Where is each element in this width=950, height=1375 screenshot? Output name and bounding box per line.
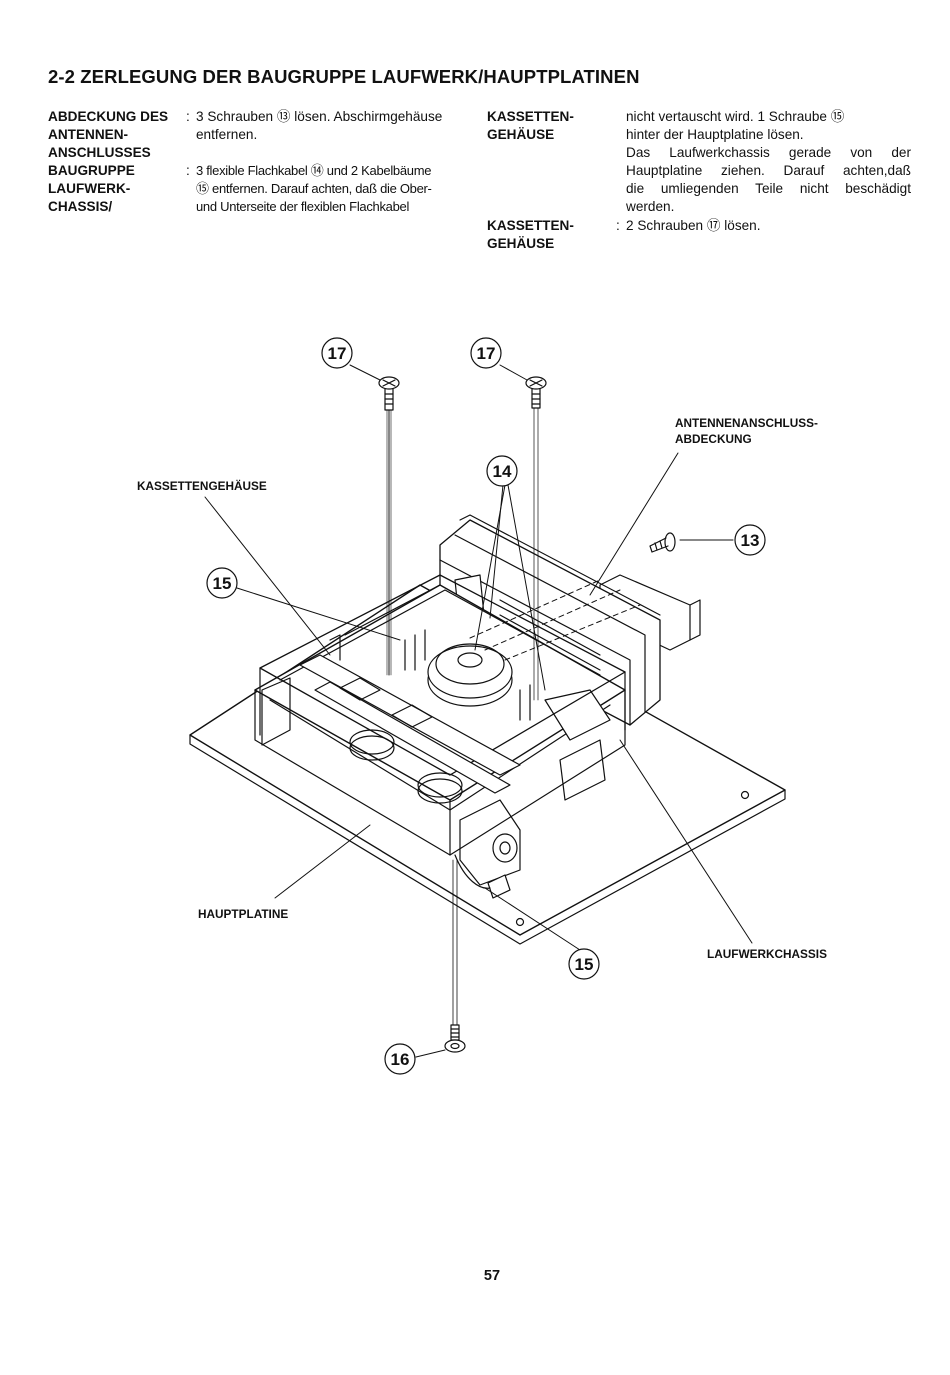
text-line: die umliegenden Teile nicht beschädigt [626,181,911,196]
page-number: 57 [483,1268,501,1284]
flat-cable-dashes [469,579,641,661]
callout-15-left [206,567,238,599]
label-line: GEHÄUSE [487,127,555,142]
colon: : [186,109,190,124]
text-line: ⑮ entfernen. Darauf achten, daß die Ober… [196,181,432,196]
text-antenna-cover: 3 Schrauben ⑬ lösen. Abschirmgehäuse ent… [196,108,442,144]
callout-13-text: 13 [741,531,760,550]
colon: : [616,218,620,233]
text-line: entfernen. [196,127,258,142]
callout-14 [486,455,518,487]
screw-17-right [525,376,547,701]
label-line: CHASSIS/ [48,199,113,214]
leader-lines [204,364,753,1058]
text-deck-chassis: 3 flexible Flachkabel ⑭ und 2 Kabelbäume… [196,162,432,216]
label-line: ABDECKUNG [675,432,752,446]
callout-17-left-text: 17 [328,344,347,363]
label-main-board: HAUPTPLATINE [198,907,289,921]
callout-15-right [568,948,600,980]
text-line: nicht vertauscht wird. 1 Schraube ⑮ [626,109,845,124]
deck-chassis-shape [254,584,626,899]
label-cassette-housing-diagram: KASSETTENGEHÄUSE [137,479,267,493]
text-line: Hauptplatine ziehen. Darauf achten,daß [626,163,911,178]
text-line: 2 Schrauben ⑰ lösen. [626,218,761,233]
text-cassette-housing-1: nicht vertauscht wird. 1 Schraube ⑮ hint… [626,108,911,216]
label-line: LAUFWERK- [48,181,131,196]
label-line: GEHÄUSE [487,236,555,251]
label-cassette-housing-1: KASSETTEN- GEHÄUSE [487,108,574,144]
callout-15-left-text: 15 [213,574,232,593]
label-line: KASSETTEN- [487,109,574,124]
text-line: Das Laufwerkchassis gerade von der [626,145,911,160]
label-antenna-cover-diagram: ANTENNENANSCHLUSS- ABDECKUNG [675,415,818,447]
screw-13 [649,532,676,553]
label-line: ANTENNEN- [48,127,129,142]
label-line: ABDECKUNG DES [48,109,169,124]
text-line: 3 flexible Flachkabel ⑭ und 2 Kabelbäume [196,163,432,178]
callout-16 [384,1043,416,1075]
screw-17-left [378,376,400,676]
text-cassette-housing-2: 2 Schrauben ⑰ lösen. [626,217,761,235]
label-line: BAUGRUPPE [48,163,135,178]
callout-16-text: 16 [391,1050,410,1069]
callout-14-text: 14 [493,462,512,481]
label-cassette-housing-2: KASSETTEN- GEHÄUSE [487,217,574,253]
label-line: ANTENNENANSCHLUSS- [675,416,818,430]
text-line: werden. [626,199,675,214]
cassette-housing-shape [259,574,626,794]
text-line: 3 Schrauben ⑬ lösen. Abschirmgehäuse [196,109,443,124]
section-heading: 2-2 ZERLEGUNG DER BAUGRUPPE LAUFWERK/HAU… [48,66,640,87]
label-deck-chassis: BAUGRUPPE LAUFWERK- CHASSIS/ [48,162,135,216]
label-line: KASSETTEN- [487,218,574,233]
callouts [206,337,766,1075]
text-line: und Unterseite der flexiblen Flachkabel [196,199,410,214]
label-antenna-cover: ABDECKUNG DES ANTENNEN- ANSCHLUSSES [48,108,168,162]
label-line: ANSCHLUSSES [48,145,151,160]
callout-numbers: 17 17 14 13 15 15 16 [213,344,760,1069]
callout-17-left [321,337,353,369]
colon: : [186,163,190,178]
text-line: hinter der Hauptplatine lösen. [626,127,804,142]
label-deck-chassis-diagram: LAUFWERKCHASSIS [707,947,827,961]
screw-16 [444,859,466,1053]
callout-17-right-text: 17 [477,344,496,363]
callout-15-right-text: 15 [575,955,594,974]
callout-13 [734,524,766,556]
callout-17-right [470,337,502,369]
